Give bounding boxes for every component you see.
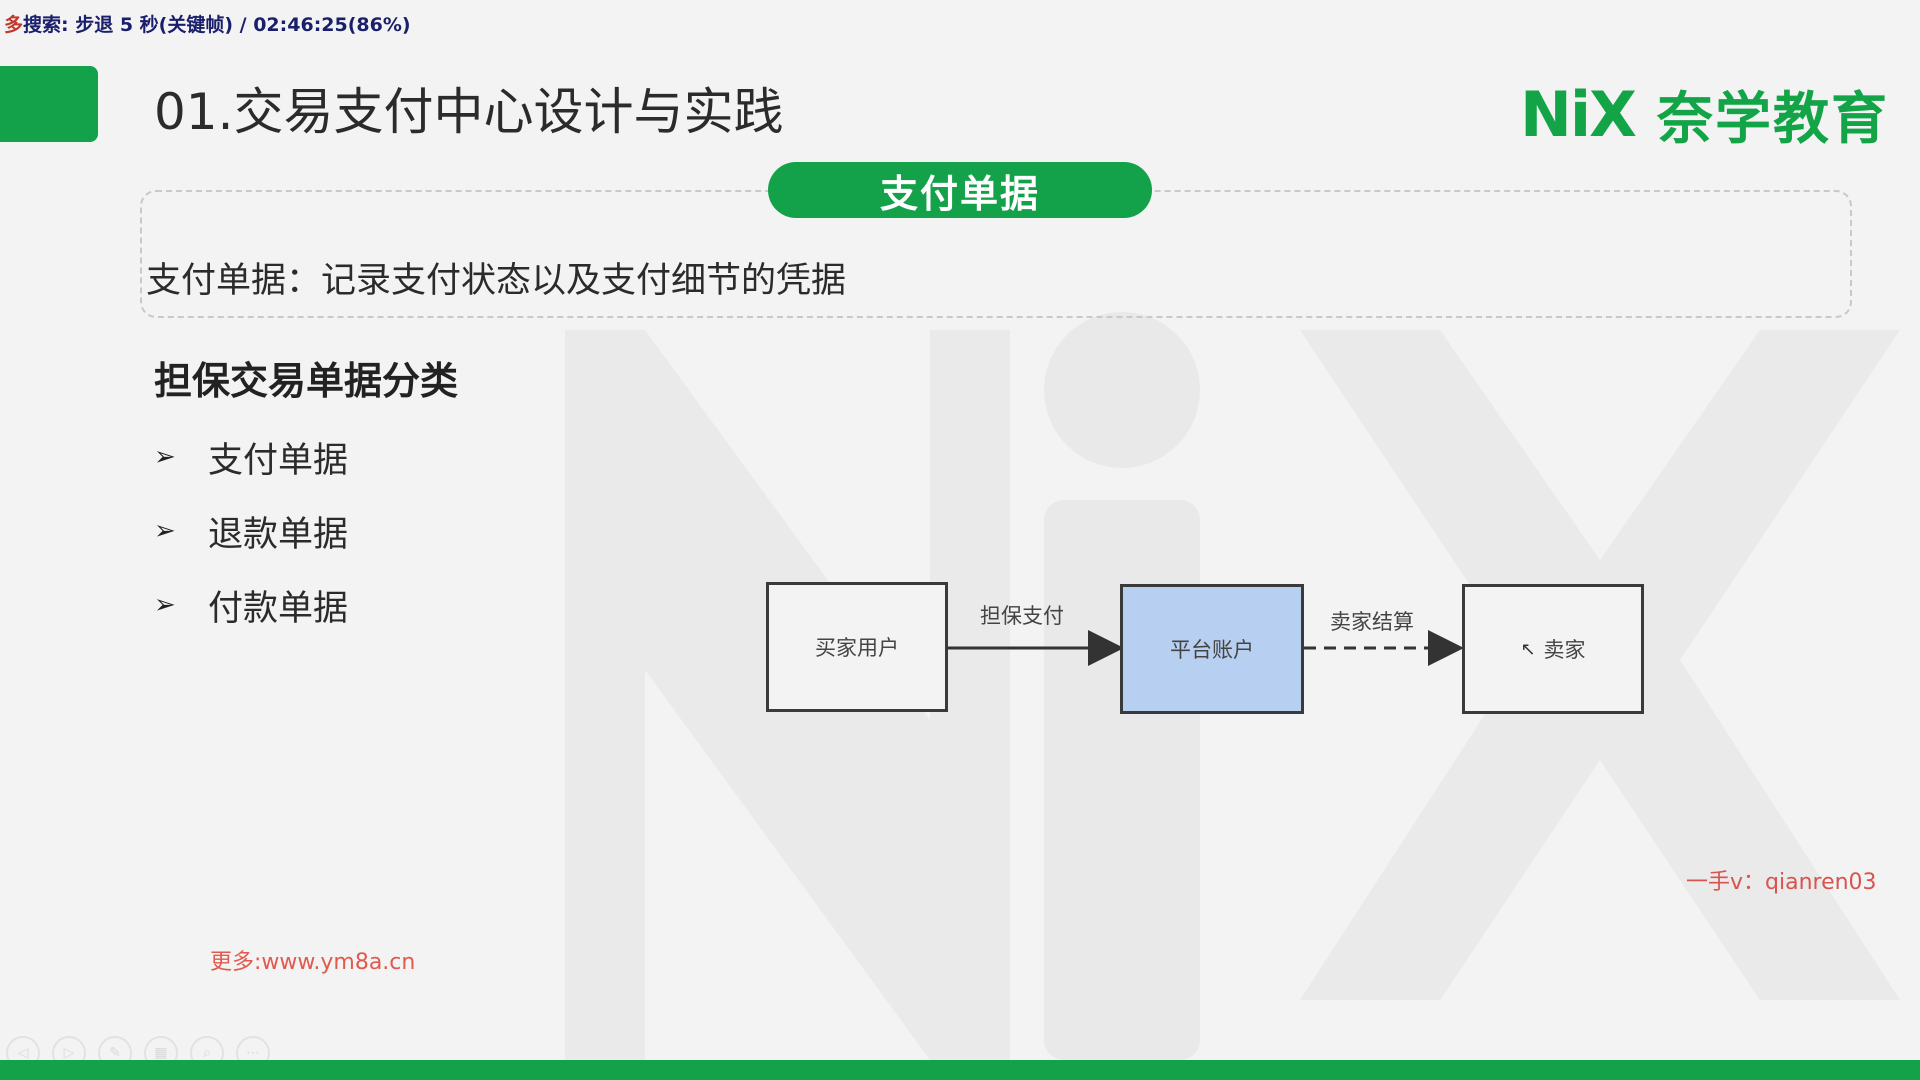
- definition-text: 支付单据：记录支付状态以及支付细节的凭据: [146, 261, 847, 301]
- title-accent-tab: [0, 66, 98, 142]
- player-seek-overlay: 多搜索: 步退 5 秒(关键帧) / 02:46:25(86%): [4, 10, 411, 37]
- section-heading: 担保交易单据分类: [154, 359, 459, 403]
- page-title: 01.交易支付中心设计与实践: [154, 83, 784, 141]
- brand-logo: NiX 奈学教育: [1520, 74, 1889, 155]
- mouse-cursor-icon: ↖: [1520, 638, 1536, 660]
- watermark-contact: 一手v：qianren03: [1686, 870, 1877, 895]
- logo-brand-text: 奈学教育: [1656, 87, 1889, 152]
- node-platform: 平台账户: [1120, 584, 1304, 714]
- arrow-bullet-icon: ➢: [154, 516, 176, 546]
- watermark-site: 更多:www.ym8a.cn: [210, 950, 416, 975]
- logo-mark: NiX: [1520, 78, 1637, 151]
- bullet-label: 支付单据: [208, 440, 349, 481]
- edge-label-seller-settlement: 卖家结算: [1330, 610, 1414, 634]
- bottom-accent-bar: [0, 1060, 1920, 1080]
- overlay-prefix: 多: [4, 14, 24, 36]
- edge-label-guarantee-pay: 担保支付: [980, 604, 1064, 628]
- arrow-bullet-icon: ➢: [154, 442, 176, 472]
- node-seller: ↖ 卖家: [1462, 584, 1644, 714]
- arrow-bullet-icon: ➢: [154, 590, 176, 620]
- flow-arrows: [946, 630, 1464, 666]
- logo-mark-n: N: [1520, 78, 1572, 151]
- list-item: ➢ 付款单据: [154, 568, 348, 642]
- list-item: ➢ 支付单据: [154, 420, 348, 494]
- overlay-text: 搜索: 步退 5 秒(关键帧) / 02:46:25(86%): [23, 14, 411, 36]
- bullet-list: ➢ 支付单据 ➢ 退款单据 ➢ 付款单据: [154, 420, 348, 642]
- section-pill-label: 支付单据: [768, 162, 1152, 218]
- bullet-label: 退款单据: [208, 514, 349, 555]
- logo-mark-ix: iX: [1569, 78, 1637, 151]
- list-item: ➢ 退款单据: [154, 494, 348, 568]
- node-seller-label: 卖家: [1543, 638, 1586, 662]
- bullet-label: 付款单据: [208, 588, 349, 629]
- node-buyer: 买家用户: [766, 582, 948, 712]
